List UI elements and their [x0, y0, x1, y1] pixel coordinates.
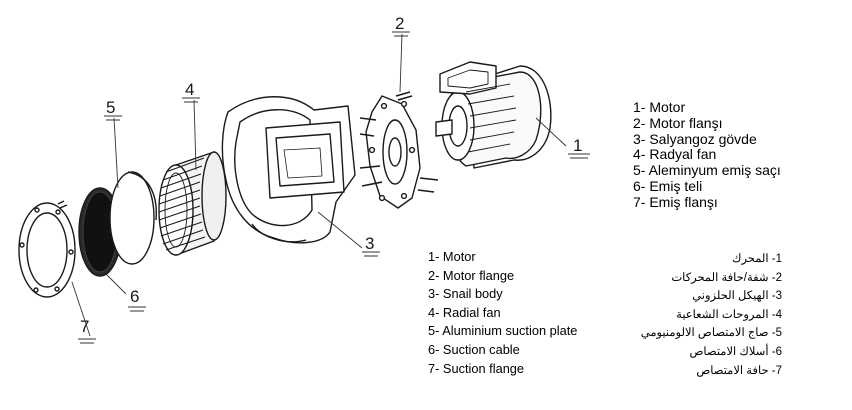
legend-english-item: 3- Snail body [428, 286, 503, 302]
snail-body-part [221, 96, 356, 244]
legend-turkish-item: 5- Aleminyum emiş saçı [633, 162, 781, 179]
callout-7: 7 [80, 317, 89, 336]
legend-english: 1- Motor 2- Motor flange 3- Snail body 4… [428, 248, 577, 378]
motor-flange-part [359, 91, 439, 209]
legend-arabic-item: 6- أسلاك الامتصاص [689, 345, 782, 358]
legend-turkish-item: 1- Motor [633, 99, 686, 115]
legend-arabic-item: 5- صاج الامتصاص الالومنيومي [640, 327, 782, 340]
callout-6: 6 [130, 287, 139, 306]
callout-1: 1 [573, 136, 582, 155]
suction-flange-part [18, 200, 76, 298]
suction-plate-part [109, 171, 157, 265]
legend-turkish: 1- Motor 2- Motor flanşı 3- Salyangoz gö… [633, 99, 781, 211]
legend-arabic-item: 7- حافة الامتصاص [696, 364, 782, 377]
legend-english-item: 1- Motor [428, 249, 476, 264]
radial-fan-part [158, 151, 227, 256]
legend-turkish-item: 4- Radyal fan [633, 146, 717, 163]
legend-english-item: 6- Suction cable [428, 341, 520, 357]
callout-4: 4 [185, 80, 194, 99]
legend-english-item: 7- Suction flange [428, 360, 525, 376]
legend-arabic: 1- المحرك 2- شفة/حافة المحركات 3- الهيكل… [620, 250, 782, 380]
callout-2: 2 [395, 14, 404, 33]
legend-turkish-item: 6- Emiş teli [633, 177, 703, 194]
leader-lines [71, 33, 567, 337]
legend-turkish-item: 7- Emiş flanşı [633, 193, 718, 210]
legend-arabic-item: 4- المروحات الشعاعية [676, 308, 782, 321]
legend-turkish-item: 2- Motor flanşı [633, 114, 723, 131]
legend-english-item: 2- Motor flange [428, 267, 515, 283]
callout-underlines [78, 31, 590, 344]
legend-english-item: 5- Aluminium suction plate [428, 323, 578, 339]
legend-turkish-item: 3- Salyangoz gövde [633, 130, 757, 147]
callout-3: 3 [365, 234, 374, 253]
callout-5: 5 [106, 98, 115, 117]
legend-arabic-item: 3- الهيكل الحلزوني [692, 290, 782, 303]
legend-arabic-item: 1- المحرك [731, 253, 782, 265]
legend-arabic-item: 2- شفة/حافة المحركات [671, 271, 782, 284]
legend-english-item: 4- Radial fan [428, 304, 501, 320]
motor-part [435, 61, 552, 169]
